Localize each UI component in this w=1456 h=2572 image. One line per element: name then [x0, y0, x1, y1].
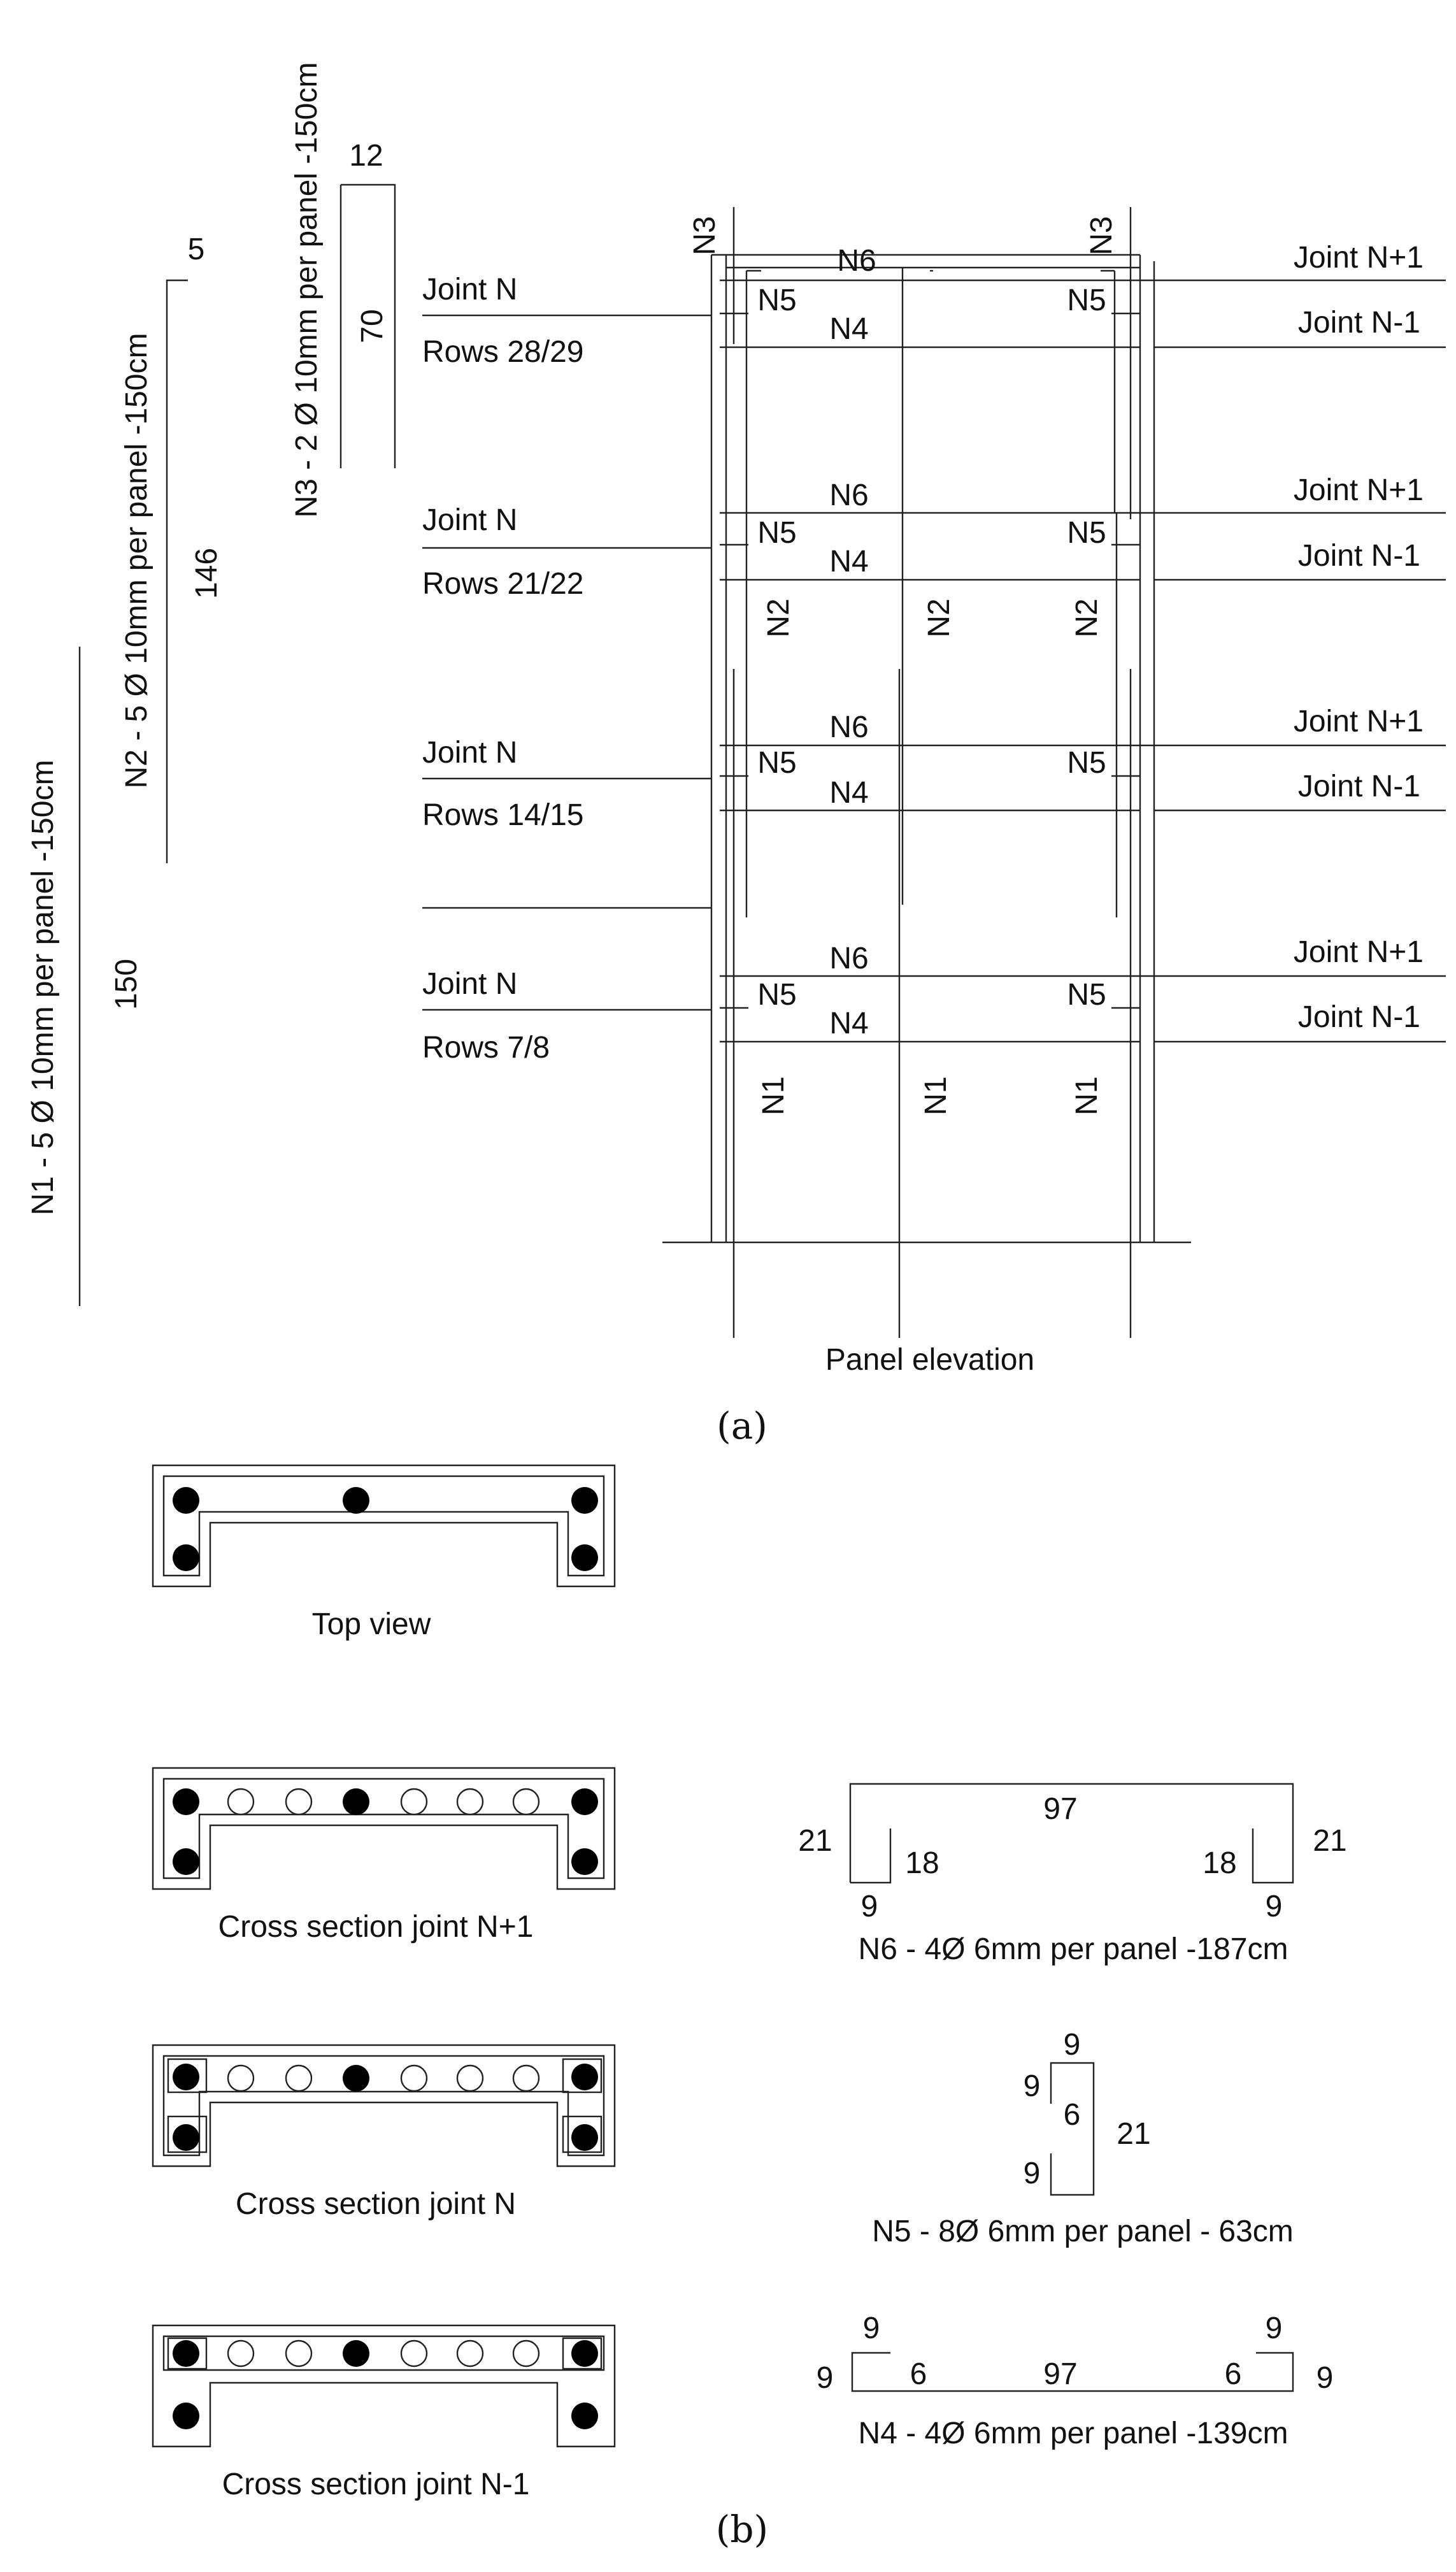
rows-label-3: Rows 14/15: [422, 798, 583, 832]
n1-length-dim: 150: [110, 959, 143, 1010]
n5-left-bottom-dim: 9: [1024, 2157, 1041, 2190]
n6-right-leg-dim: 21: [1313, 1824, 1346, 1858]
joint-n-plus-1-label-3: Joint N+1: [1294, 705, 1424, 738]
n6-foot-right-dim: 9: [1266, 1890, 1283, 1923]
joint-n-plus-1-label-4: Joint N+1: [1294, 935, 1424, 969]
joint-n-plus-1-label-2: Joint N+1: [1294, 473, 1424, 507]
n6-inner-left-dim: 18: [905, 1846, 939, 1880]
joint-n-minus-1-label-2: Joint N-1: [1298, 539, 1420, 573]
top-view-label: Top view: [312, 1607, 431, 1641]
panel-elevation-title: Panel elevation: [825, 1343, 1034, 1377]
section-joint-n-plus-1-label: Cross section joint N+1: [218, 1910, 534, 1944]
n6-label-4: N6: [829, 942, 868, 975]
n3-hook-dim: 12: [349, 139, 383, 173]
n4-span-dim: 97: [1043, 2357, 1077, 2391]
n6-foot-left-dim: 9: [861, 1890, 878, 1923]
n4-label-3: N4: [829, 776, 868, 810]
n4-caption: N4 - 4Ø 6mm per panel -139cm: [859, 2417, 1288, 2450]
n5-top-dim: 9: [1064, 2028, 1081, 2062]
stirrup-n5: 9 9 6 9 21 N5 - 8Ø 6mm per panel - 63cm: [872, 2028, 1294, 2248]
n4-hook-left-dim: 9: [863, 2311, 880, 2345]
section-joint-n-minus-1: Cross section joint N-1: [152, 2324, 616, 2501]
n4-end-right-dim: 9: [1317, 2361, 1334, 2395]
n3-length-dim: 70: [355, 309, 389, 343]
rows-label-2: Rows 21/22: [422, 567, 583, 601]
n6-inner-right-dim: 18: [1203, 1846, 1236, 1880]
n2-bar-label: N2 - 5 Ø 10mm per panel -150cm: [120, 333, 153, 789]
panel-elevation: N3 N3 Joint N Rows 28/29 Joint N+1 Joint…: [422, 207, 1446, 1377]
caption-a: (a): [717, 1404, 767, 1448]
n2-center-label: N2: [922, 598, 956, 637]
n4-hook-right-dim: 9: [1266, 2311, 1283, 2345]
n3-left-label: N3: [688, 216, 722, 255]
section-joint-n-plus-1: Cross section joint N+1: [152, 1767, 616, 1944]
n4-inner-right-dim: 6: [1225, 2357, 1242, 2391]
joint-n-minus-1-label-4: Joint N-1: [1298, 1000, 1420, 1034]
n5-left-label-4: N5: [757, 978, 796, 1012]
n3-bar-label: N3 - 2 Ø 10mm per panel -150cm: [290, 62, 324, 518]
joint-n-plus-1-label-1: Joint N+1: [1294, 241, 1424, 275]
stirrup-n4: 9 9 9 6 97 6 9 N4 - 4Ø 6mm per panel -13…: [817, 2311, 1334, 2450]
n6-caption: N6 - 4Ø 6mm per panel -187cm: [859, 1932, 1288, 1966]
joint-n-label-4: Joint N: [422, 967, 517, 1001]
n5-left-label-3: N5: [757, 746, 796, 780]
joint-n-minus-1-label-3: Joint N-1: [1298, 770, 1420, 803]
n5-right-label-3: N5: [1067, 746, 1106, 780]
joint-n-label-1: Joint N: [422, 273, 517, 306]
rows-label-1: Rows 28/29: [422, 335, 583, 369]
n6-label-2: N6: [829, 478, 868, 512]
n3-right-label: N3: [1085, 216, 1118, 255]
n5-left-label-1: N5: [757, 284, 796, 317]
joint-n-label-3: Joint N: [422, 736, 517, 770]
caption-b: (b): [716, 2508, 768, 2551]
n4-label-4: N4: [829, 1007, 868, 1040]
joint-n-label-2: Joint N: [422, 503, 517, 537]
n2-hook-dim: 5: [188, 233, 205, 266]
n6-label-1: N6: [837, 244, 876, 278]
n1-center-label: N1: [919, 1076, 953, 1115]
n4-label-2: N4: [829, 545, 868, 578]
section-joint-n: Cross section joint N: [152, 2044, 616, 2221]
n1-right-label: N1: [1070, 1076, 1104, 1115]
n4-label-1: N4: [829, 312, 868, 346]
n4-inner-left-dim: 6: [910, 2357, 927, 2391]
n2-bar-line: [166, 279, 188, 863]
n2-right-label: N2: [1070, 598, 1104, 637]
n6-label-3: N6: [829, 710, 868, 744]
n5-right-label-2: N5: [1067, 516, 1106, 550]
joint-n-minus-1-label-1: Joint N-1: [1298, 306, 1420, 340]
n3-bar-line: [341, 183, 396, 468]
section-joint-n-label: Cross section joint N: [236, 2187, 516, 2221]
n5-left-label-2: N5: [757, 516, 796, 550]
rows-label-4: Rows 7/8: [422, 1031, 550, 1065]
n5-inner-dim: 6: [1064, 2098, 1081, 2132]
n1-left-label: N1: [757, 1076, 790, 1115]
n6-top-dim: 97: [1043, 1792, 1077, 1826]
top-view-section: Top view: [152, 1464, 616, 1641]
n5-caption: N5 - 8Ø 6mm per panel - 63cm: [872, 2215, 1294, 2248]
n5-right-label-4: N5: [1067, 978, 1106, 1012]
n2-left-label: N2: [762, 598, 796, 637]
n5-right-label-1: N5: [1067, 284, 1106, 317]
stirrup-n6: 97 21 18 18 21 9 9 N6 - 4Ø 6mm per panel…: [798, 1783, 1347, 1966]
n6-left-leg-dim: 21: [798, 1824, 832, 1858]
bar-schedule: N1 - 5 Ø 10mm per panel -150cm 150 5 N2 …: [26, 62, 396, 1306]
n5-left-top-dim: 9: [1024, 2069, 1041, 2103]
n4-end-left-dim: 9: [817, 2361, 834, 2395]
section-joint-n-minus-1-label: Cross section joint N-1: [222, 2468, 530, 2501]
n1-bar-label: N1 - 5 Ø 10mm per panel -150cm: [26, 760, 60, 1216]
n5-height-dim: 21: [1117, 2117, 1150, 2151]
n2-length-dim: 146: [190, 548, 224, 599]
